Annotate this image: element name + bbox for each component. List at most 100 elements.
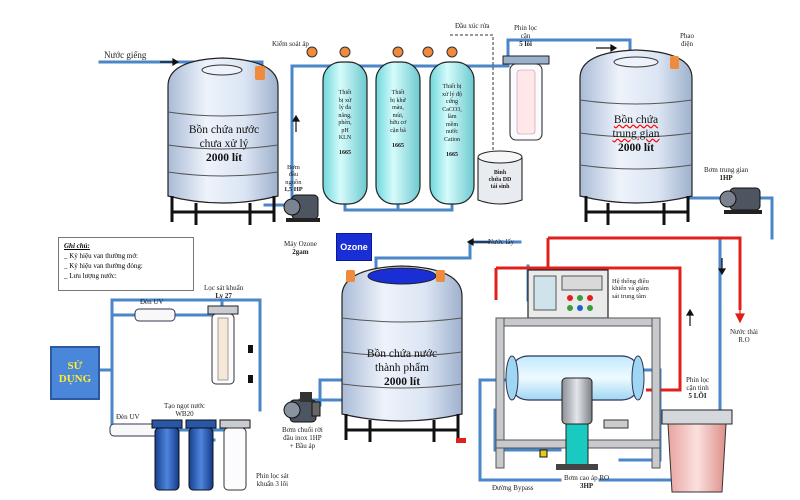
text-line: chưa xử lý bbox=[199, 137, 249, 150]
text-line: làm bbox=[447, 114, 457, 120]
text-line: 1665 bbox=[339, 150, 351, 156]
text-line: 1HP bbox=[719, 174, 733, 183]
intermediate-pump-label: Bơm trung gian 1HP bbox=[704, 166, 748, 182]
softener-label: Tạo ngọt nước WB20 bbox=[164, 402, 205, 418]
backwash-line bbox=[450, 34, 494, 155]
text-line: trung gian bbox=[612, 127, 660, 140]
ozone-generator: Ozone bbox=[336, 233, 372, 261]
filter-column-3 bbox=[306, 46, 475, 205]
filter-column-1 bbox=[322, 46, 368, 205]
text-line: chứa DD bbox=[488, 176, 512, 183]
uv-bottom-label: Đèn UV bbox=[116, 413, 140, 421]
raw-tank-title: Bồn chứa nước chưa xử lý 2000 lít bbox=[172, 124, 276, 165]
text-line: WB20 bbox=[175, 410, 194, 419]
sterilizing-3core-label: Phin lọc sát khuẩn 3 lõi bbox=[256, 472, 289, 488]
float-switch-label: Phao điện bbox=[680, 32, 694, 48]
text-line: Bồn chứa nước bbox=[366, 348, 438, 360]
text-line: năng, bbox=[338, 112, 352, 119]
bypass-label: Đường Bypass bbox=[492, 484, 534, 492]
raw-water-pump bbox=[283, 194, 320, 222]
intermediate-tank bbox=[579, 49, 693, 225]
fine-cartridge-filter bbox=[661, 409, 733, 493]
product-tank-title: Bồn chứa nước thành phẩm 2000 lít bbox=[346, 348, 458, 389]
sterilizing-filter bbox=[207, 305, 239, 385]
text-line bbox=[433, 144, 471, 152]
text-line: Bơm trung gian bbox=[704, 166, 749, 174]
filter-column-2 bbox=[375, 46, 421, 205]
regen-solution-tank bbox=[477, 150, 523, 205]
cartridge-filter-top-label: Phin lọc cặn 5 lõi bbox=[514, 24, 537, 48]
text-line: sát trung tâm bbox=[612, 292, 646, 300]
text-line: Bồn chứa nước bbox=[188, 124, 260, 136]
flow-arrows bbox=[160, 43, 745, 326]
legend-item: _ Ký hiệu van thường mở: bbox=[64, 252, 138, 261]
text-line: lý đa bbox=[339, 105, 351, 111]
text-line: 2000 lít bbox=[205, 151, 243, 164]
text-line: mùi, bbox=[392, 112, 404, 119]
cartridge-filter-top bbox=[502, 55, 550, 141]
text-line: Hệ thống điều bbox=[612, 278, 649, 285]
raw-water-tank bbox=[167, 57, 279, 225]
product-water-label: Nước lấy bbox=[488, 238, 514, 246]
text-line: Phin lọc sát bbox=[256, 472, 289, 480]
text-line: Bơm chuối rời bbox=[282, 426, 323, 434]
softening-filters bbox=[151, 419, 251, 491]
legend-title: Ghi chú: bbox=[64, 242, 90, 250]
text-line: thành phẩm bbox=[375, 361, 429, 374]
text-line: Lọc sát khuẩn bbox=[204, 284, 244, 292]
text-line: Ly 27 bbox=[215, 292, 232, 301]
legend-item: _ Lưu lượng nước: bbox=[64, 272, 117, 281]
text-line: 5 lõi bbox=[519, 40, 532, 49]
uv-lamp-top bbox=[134, 308, 176, 322]
text-line: Phao bbox=[680, 32, 694, 40]
ro-system bbox=[495, 317, 661, 470]
text-line: 5 LÕI bbox=[688, 392, 707, 401]
text-line: Nước thải bbox=[730, 328, 758, 336]
text-line: xử lý độ bbox=[442, 91, 462, 98]
intermediate-pump bbox=[719, 187, 762, 214]
sterilizing-filter-label: Lọc sát khuẩn Ly 27 bbox=[204, 284, 243, 300]
text-line: Tạo ngọt nước bbox=[164, 402, 205, 410]
text-line: khuẩn 3 lõi bbox=[256, 480, 289, 489]
text-line: 2gam bbox=[292, 248, 309, 257]
text-line: SỬ bbox=[67, 360, 83, 373]
text-line: bị khử bbox=[390, 97, 406, 104]
text-line: bị xử bbox=[338, 97, 352, 104]
ozone-machine-label: Máy Ozone 2gam bbox=[284, 240, 317, 256]
text-line: R.O bbox=[738, 336, 750, 345]
text-line: Bơm cao áp RO bbox=[564, 474, 610, 482]
control-system-label: Hệ thống điều khiển và giám sát trung tâ… bbox=[612, 278, 649, 300]
text-line: đầu bbox=[288, 171, 299, 179]
text-line: 1665 bbox=[392, 142, 404, 149]
text-line: Phin lọc bbox=[514, 24, 538, 32]
text-line: hữu cơ bbox=[389, 120, 407, 126]
text-line: cặn bbox=[520, 32, 531, 41]
ro-pump-label: Bơm cao áp RO 3HP bbox=[564, 474, 609, 490]
text-line: Thiết bị bbox=[442, 84, 462, 90]
text-line: Cation bbox=[444, 136, 460, 143]
text-line: cặn tinh bbox=[686, 384, 709, 393]
product-tank bbox=[341, 265, 463, 442]
text-line: 3HP bbox=[579, 482, 594, 491]
text-line: đầu inox 1HP bbox=[283, 434, 322, 443]
text-line: DỤNG bbox=[58, 373, 92, 385]
fine-filter-label: Phin lọc cặn tinh 5 LÕI bbox=[686, 376, 709, 400]
text-line: khiển và giám bbox=[612, 285, 649, 293]
text-line: KLN bbox=[338, 135, 352, 141]
text-line: nước bbox=[445, 129, 459, 135]
text-line: mềm bbox=[446, 121, 458, 128]
text-line: 2000 lít bbox=[383, 375, 421, 388]
text-line: tái sinh bbox=[490, 183, 510, 190]
control-panel bbox=[527, 269, 609, 319]
text-line: nguồn bbox=[285, 178, 302, 186]
text-line: điện bbox=[680, 40, 694, 49]
mid-tank-title: Bồn chứa trung gian 2000 lít bbox=[584, 114, 688, 155]
regen-tank-label: Bình chứa DD tái sinh bbox=[482, 170, 518, 191]
text-line: Thiết bbox=[338, 90, 352, 96]
text-line: Thiết bbox=[391, 90, 405, 96]
well-water-label: Nước giếng bbox=[104, 50, 147, 60]
text-line: Máy Ozone bbox=[284, 240, 317, 248]
